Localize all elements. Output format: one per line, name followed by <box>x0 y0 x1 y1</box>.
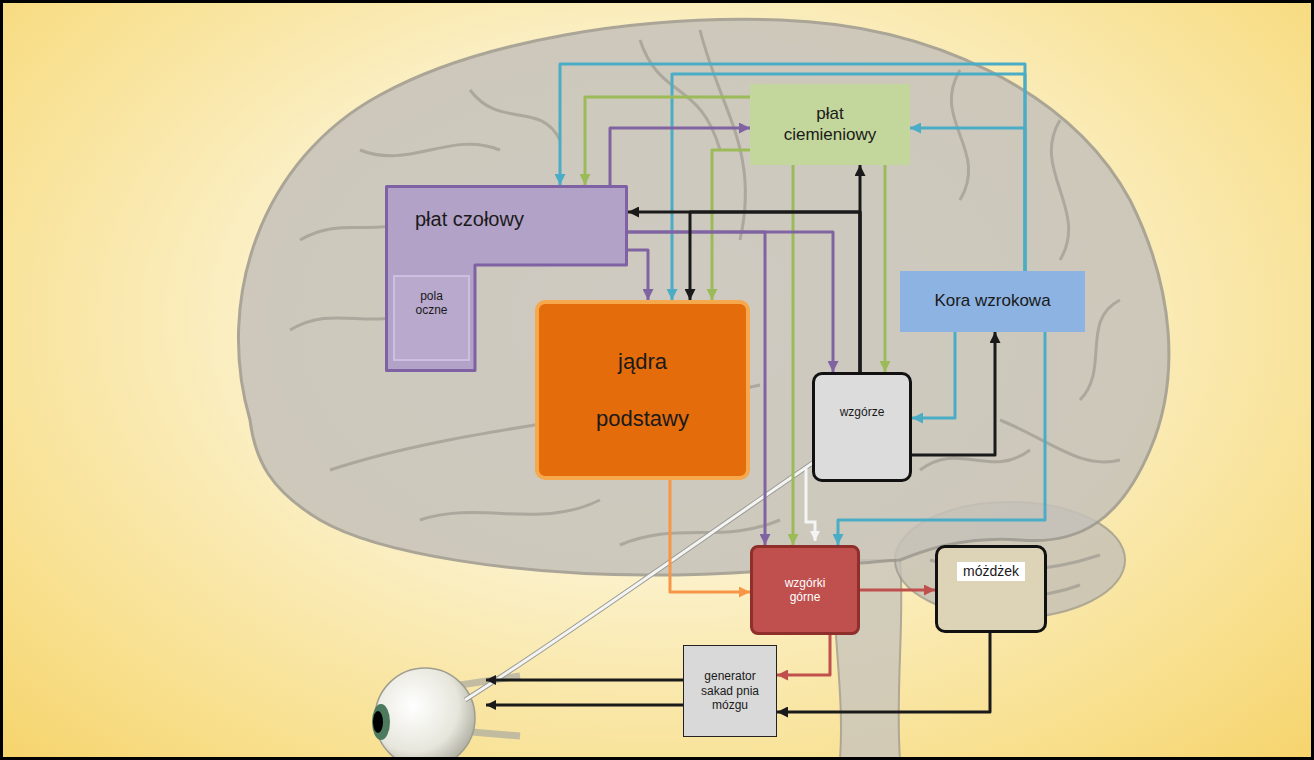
brain-area-box: móżdżek <box>935 545 1047 633</box>
brain <box>238 19 1168 760</box>
area-label: płat czołowy <box>415 207 524 231</box>
pathway-arrow <box>670 480 750 592</box>
area-label: móżdżek <box>957 562 1025 581</box>
brain-area-box: wzgórki górne <box>750 545 860 635</box>
pathway-arrow <box>712 150 750 300</box>
eyeball <box>375 668 475 760</box>
pathway-arrow <box>610 128 750 185</box>
pathway-arrow <box>628 250 648 300</box>
area-label: wzgórki górne <box>775 576 835 605</box>
area-label: pola oczne <box>404 289 460 318</box>
pathway-arrow <box>792 165 795 545</box>
pathway-arrow <box>910 128 1025 271</box>
cerebrum <box>238 19 1168 575</box>
iris <box>372 704 390 740</box>
gyri <box>290 30 1120 597</box>
pathway-arrow <box>912 332 955 418</box>
pathway-arrow <box>777 633 990 712</box>
area-label: jądra podstawy <box>588 333 698 447</box>
area-label: płat ciemieniowy <box>770 104 890 145</box>
pathway-arrow <box>884 165 887 372</box>
pathway-arrow <box>585 97 750 185</box>
area-label: Kora wzrokowa <box>934 291 1050 311</box>
retinal-arrow <box>806 468 815 541</box>
pathway-arrow <box>860 589 935 592</box>
brain-area-box: płat ciemieniowy <box>750 84 910 165</box>
area-label: generator sakad pnia mózgu <box>693 669 767 712</box>
brain-area-box: generator sakad pnia mózgu <box>683 645 777 737</box>
pathway-arrow <box>672 74 1025 300</box>
pathway-arrow <box>777 635 830 675</box>
brain-area-box: Kora wzrokowa <box>900 271 1085 332</box>
brain-area-box: wzgórze <box>812 372 912 482</box>
motor-arrow <box>486 704 683 707</box>
area-label: wzgórze <box>840 405 885 419</box>
motor-arrow <box>486 679 683 682</box>
brain-area-box: jądra podstawy <box>535 300 750 480</box>
eye <box>372 668 520 760</box>
pathway-arrow <box>912 332 995 455</box>
pupil <box>373 711 383 733</box>
brain-area-box: pola oczne <box>393 275 470 361</box>
